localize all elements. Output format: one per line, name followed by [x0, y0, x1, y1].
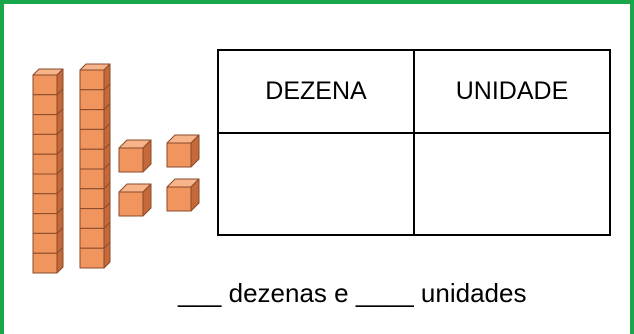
ten-rod: [32, 68, 64, 274]
rod-unit: [32, 74, 58, 96]
header-dezena: DEZENA: [219, 51, 415, 134]
rod-unit: [32, 153, 58, 175]
unit-cube: [118, 183, 152, 217]
rod-unit: [79, 247, 105, 269]
rod-unit: [79, 69, 105, 91]
unidade-answer-cell[interactable]: [415, 134, 609, 234]
rod-unit: [32, 94, 58, 116]
unit-cube: [118, 139, 152, 173]
rod-unit: [32, 133, 58, 155]
ten-rod: [79, 63, 111, 269]
word-unidades: unidades: [420, 278, 527, 308]
header-unidade: UNIDADE: [415, 51, 609, 134]
answer-sentence: ___ dezenas e ____ unidades: [178, 278, 526, 309]
rod-unit: [32, 213, 58, 234]
rod-unit: [79, 148, 105, 170]
rod-unit: [79, 188, 105, 210]
word-dezenas: dezenas e: [228, 278, 349, 308]
blank-unidades[interactable]: ____: [355, 278, 414, 308]
header-dezena-label: DEZENA: [265, 77, 367, 105]
rod-unit: [79, 128, 105, 150]
rod-unit: [32, 252, 58, 274]
header-unidade-label: UNIDADE: [455, 77, 569, 105]
rod-unit: [32, 114, 58, 135]
unit-cube: [166, 134, 200, 168]
place-value-table: DEZENA UNIDADE: [217, 49, 611, 236]
rod-unit: [79, 227, 105, 249]
rod-unit: [32, 193, 58, 215]
dezena-answer-cell[interactable]: [219, 134, 415, 234]
rod-unit: [79, 89, 105, 111]
blank-dezenas[interactable]: ___: [178, 278, 222, 308]
rod-unit: [32, 232, 58, 254]
rod-unit: [79, 109, 105, 130]
unit-cube: [166, 178, 200, 212]
rod-unit: [79, 208, 105, 229]
rod-unit: [32, 173, 58, 195]
rod-unit: [79, 168, 105, 190]
